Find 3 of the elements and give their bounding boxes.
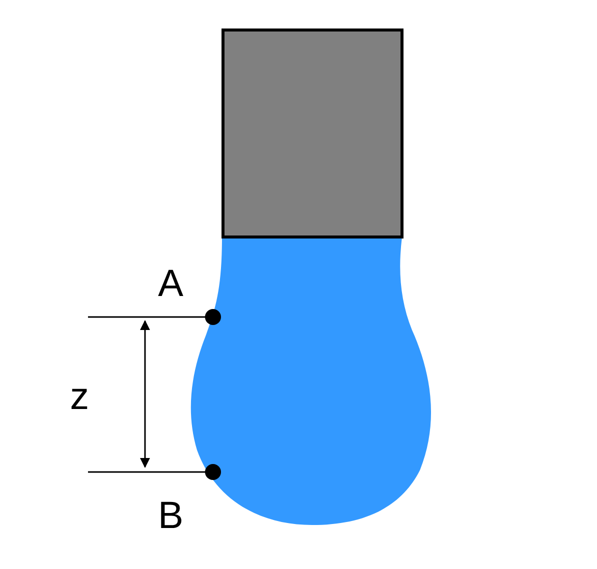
dimension-label: z (70, 378, 89, 416)
point-label: A (158, 265, 184, 303)
point-label: B (158, 497, 184, 535)
